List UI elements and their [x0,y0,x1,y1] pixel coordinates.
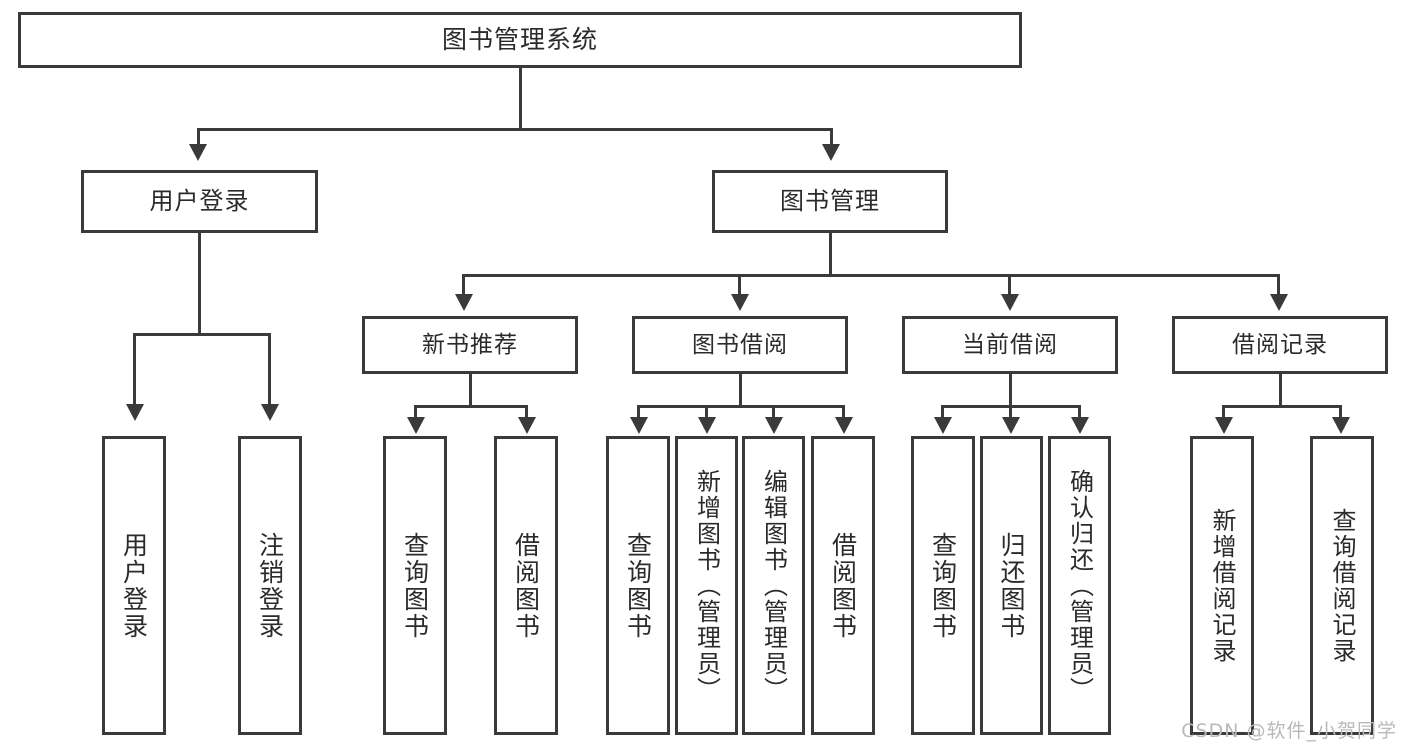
leaf-current-confirm-return[interactable]: 确认归还（管理员） [1048,436,1111,735]
arrow-current-leaf-1 [934,417,952,434]
arrow-books-to-new [455,294,473,311]
connector-current-drop-1 [941,405,944,419]
node-new-book-recommend[interactable]: 新书推荐 [362,316,578,374]
connector-records-drop-1 [1222,405,1225,419]
node-book-management[interactable]: 图书管理 [712,170,948,233]
arrow-records-leaf-2 [1332,417,1350,434]
node-label: 新书推荐 [422,331,518,358]
arrow-borrow-leaf-3 [765,417,783,434]
leaf-current-query-book[interactable]: 查询图书 [911,436,975,735]
connector-books-drop-2 [738,274,741,296]
leaf-new-query-book[interactable]: 查询图书 [383,436,447,735]
node-current-borrow[interactable]: 当前借阅 [902,316,1118,374]
connector-borrow-stem [739,374,742,407]
connector-records-stem [1279,374,1282,407]
node-label: 当前借阅 [962,331,1058,358]
node-label: 确认归还（管理员） [1065,468,1094,703]
leaf-borrow-query-book[interactable]: 查询图书 [606,436,670,735]
connector-login-drop-1 [133,333,136,406]
node-label: 新增借阅记录 [1208,507,1236,664]
node-label: 图书管理 [780,186,880,215]
connector-borrow-drop-2 [705,405,708,419]
node-label: 借阅图书 [511,531,541,640]
node-root-system[interactable]: 图书管理系统 [18,12,1022,68]
node-label: 查询图书 [400,531,430,640]
arrow-borrow-leaf-2 [698,417,716,434]
connector-borrow-drop-1 [637,405,640,419]
arrow-root-to-login [189,144,207,161]
arrow-borrow-leaf-4 [835,417,853,434]
node-label: 借阅图书 [828,531,858,640]
connector-login-drop-2 [268,333,271,406]
connector-books-drop-3 [1008,274,1011,296]
connector-books-bus [462,274,1280,277]
node-label: 查询借阅记录 [1328,507,1356,664]
connector-borrow-bus [637,405,845,408]
arrow-new-leaf-1 [407,417,425,434]
node-label: 查询图书 [623,531,653,640]
leaf-records-query-record[interactable]: 查询借阅记录 [1310,436,1374,735]
node-label: 借阅记录 [1232,331,1328,358]
connector-new-drop-1 [414,405,417,419]
arrow-current-leaf-2 [1002,417,1020,434]
arrow-books-to-borrow [731,294,749,311]
node-label: 注销登录 [255,531,285,640]
connector-borrow-drop-3 [772,405,775,419]
leaf-borrow-add-book[interactable]: 新增图书（管理员） [675,436,738,735]
connector-current-stem [1009,374,1012,407]
connector-borrow-drop-4 [842,405,845,419]
leaf-logout[interactable]: 注销登录 [238,436,302,735]
arrow-books-to-current [1001,294,1019,311]
connector-new-bus [414,405,528,408]
arrow-books-to-records [1270,294,1288,311]
connector-login-stem [198,233,201,335]
connector-new-stem [469,374,472,407]
arrow-login-leaf-2 [261,404,279,421]
connector-root-bus [197,128,833,131]
node-label: 图书管理系统 [441,24,598,54]
leaf-user-login[interactable]: 用户登录 [102,436,166,735]
connector-current-drop-2 [1009,405,1012,419]
node-borrow-records[interactable]: 借阅记录 [1172,316,1388,374]
leaf-borrow-borrow-book[interactable]: 借阅图书 [811,436,875,735]
node-label: 图书借阅 [692,331,788,358]
connector-root-to-books [830,128,833,146]
node-label: 用户登录 [149,186,250,215]
node-book-borrow[interactable]: 图书借阅 [632,316,848,374]
arrow-records-leaf-1 [1215,417,1233,434]
node-label: 查询图书 [928,531,958,640]
node-label: 用户登录 [119,531,149,640]
connector-books-stem [829,233,832,276]
connector-books-drop-1 [462,274,465,296]
arrow-new-leaf-2 [518,417,536,434]
node-label: 新增图书（管理员） [692,468,721,703]
connector-root-to-login [197,128,200,146]
arrow-borrow-leaf-1 [630,417,648,434]
leaf-current-return-book[interactable]: 归还图书 [980,436,1043,735]
node-label: 归还图书 [997,531,1026,640]
arrow-current-leaf-3 [1071,417,1089,434]
node-user-login[interactable]: 用户登录 [81,170,318,233]
connector-root-stem [519,68,522,130]
node-label: 编辑图书（管理员） [759,468,788,703]
connector-records-bus [1222,405,1342,408]
connector-login-bus [133,333,271,336]
leaf-borrow-edit-book[interactable]: 编辑图书（管理员） [742,436,805,735]
connector-current-drop-3 [1078,405,1081,419]
connector-records-drop-2 [1339,405,1342,419]
leaf-records-add-record[interactable]: 新增借阅记录 [1190,436,1254,735]
connector-books-drop-4 [1277,274,1280,296]
arrow-root-to-books [822,144,840,161]
arrow-login-leaf-1 [126,404,144,421]
leaf-new-borrow-book[interactable]: 借阅图书 [494,436,558,735]
connector-new-drop-2 [525,405,528,419]
